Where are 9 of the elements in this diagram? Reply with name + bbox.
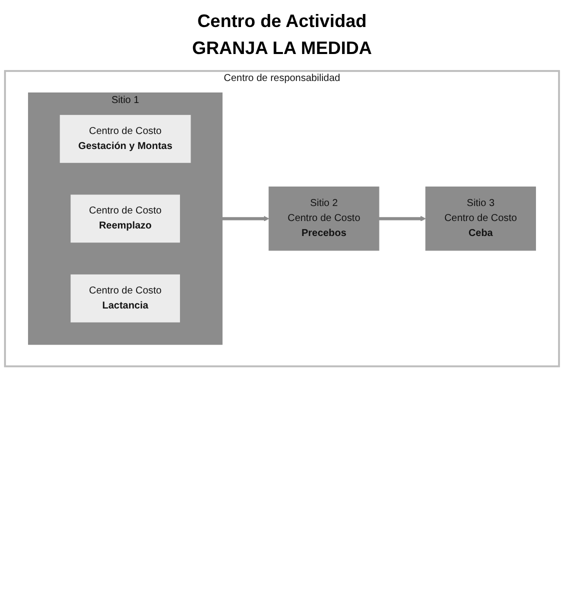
node-box [268,186,380,251]
cluster [28,92,223,345]
arrow [378,216,426,222]
node-box [59,114,192,164]
node-box [425,186,536,251]
node-box [70,194,181,244]
node-box [70,274,181,324]
diagram-title: Centro de Actividad GRANJA LA MEDIDA [191,10,373,60]
arrow [222,216,270,222]
